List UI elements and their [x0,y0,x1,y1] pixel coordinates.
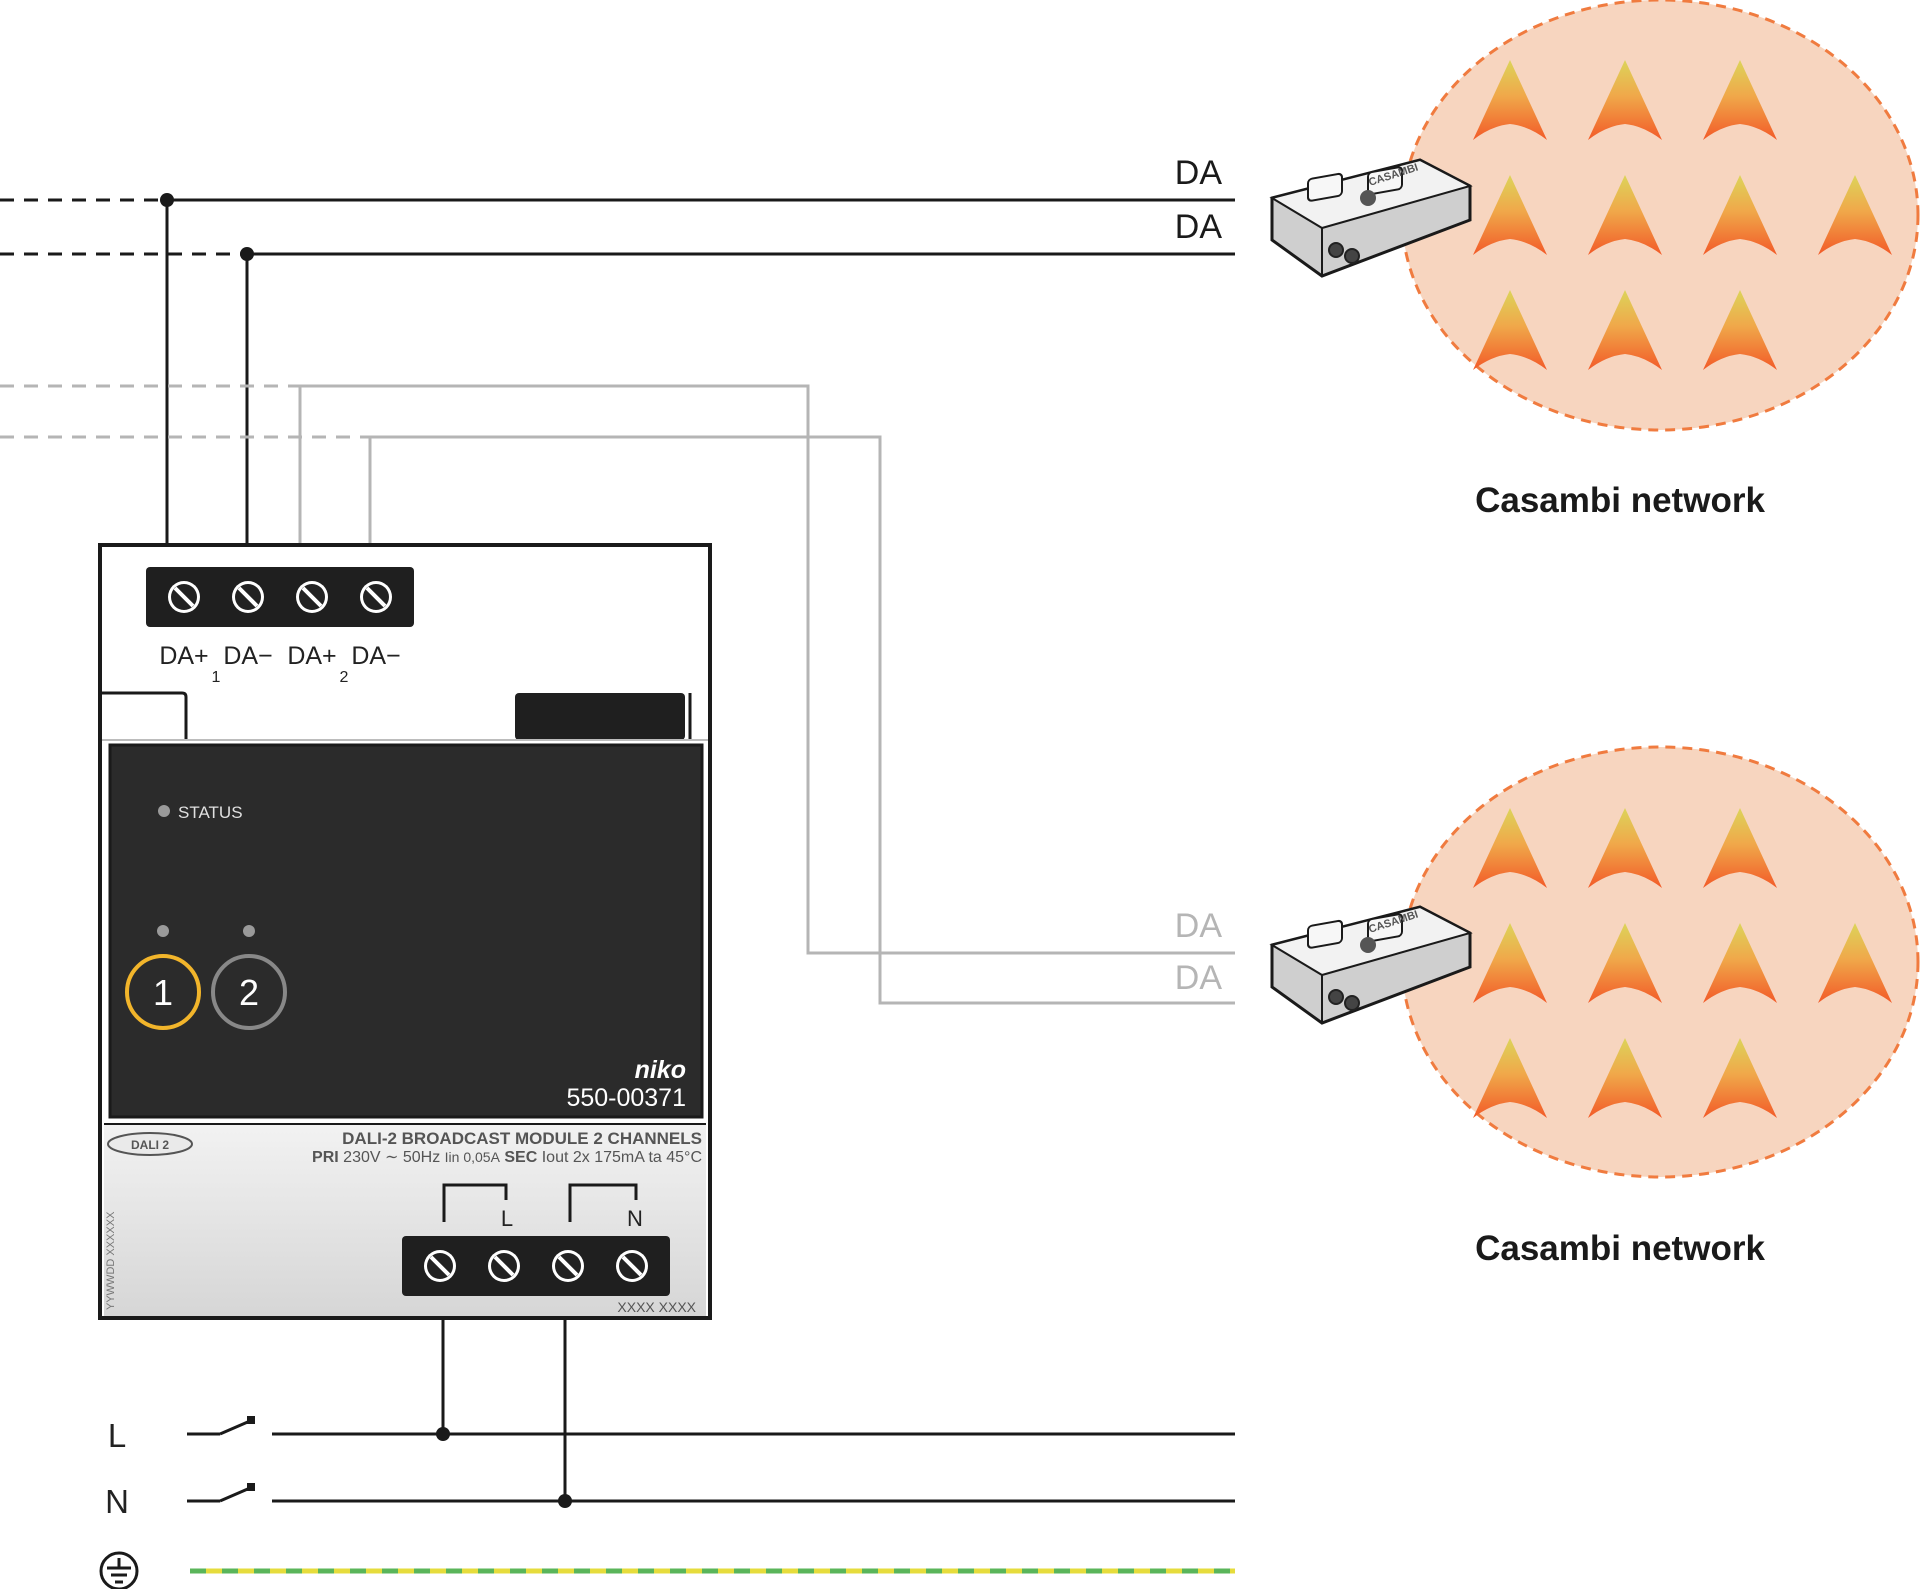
dali-broadcast-module: DA+ DA− DA+ DA− 1 2 STATUS 1 2 niko 550-… [98,543,712,1320]
connector-icon [1328,989,1344,1005]
product-specs: PRI 230V ∼ 50Hz Iin 0,05A SEC Iout 2x 17… [312,1149,702,1166]
terminal-screws-bottom [424,1250,648,1282]
casambi-network-top [1400,0,1920,432]
dali-logo-text: DALI 2 [131,1138,169,1152]
terminal-label-da-minus-2: DA− [351,642,400,670]
screw-icon [488,1250,520,1282]
earth-ground-icon [99,1551,139,1589]
port-icon [1367,913,1403,943]
network-label-bottom: Casambi network [1475,1229,1765,1268]
mains-label-n: N [105,1483,129,1520]
casambi-controller-top: CASAMBI [1269,158,1473,278]
junction-dot [160,193,174,207]
serial-code: XXXX XXXX [617,1299,696,1315]
channel-1-subscript: 1 [212,669,221,686]
connector-icon [1344,248,1360,264]
channel-1-bus [0,198,1235,545]
screw-icon [360,581,392,613]
product-title: DALI-2 BROADCAST MODULE 2 CHANNELS [342,1129,702,1148]
connector-icon [1344,995,1360,1011]
channel-2-subscript: 2 [340,669,349,686]
wire-label-da: DA [1175,959,1223,997]
switch-contact [247,1416,255,1424]
terminal-label-da-plus-1: DA+ [159,642,208,670]
wire-label-da: DA [1175,154,1223,192]
terminal-screws-top [168,581,392,613]
casambi-network-bottom [1400,745,1920,1179]
channel-2-led [243,925,255,937]
spec-sec: SEC [504,1149,537,1166]
mains-label-l: L [108,1417,126,1454]
niko-logo: niko [635,1056,686,1084]
screw-icon [424,1250,456,1282]
screw-icon [232,581,264,613]
connector-icon [1328,242,1344,258]
channel-2-bus [0,384,1235,1005]
network-label-top: Casambi network [1475,481,1765,520]
model-number: 550-00371 [566,1084,686,1112]
dali-2-logo: DALI 2 [107,1132,193,1156]
channel-1-led [157,925,169,937]
channel-1-button-label: 1 [153,972,173,1013]
spec-iin: Iin 0,05A [445,1149,501,1165]
terminal-label-da-minus-1: DA− [223,642,272,670]
status-led [158,805,170,817]
port-icon [1307,172,1343,202]
terminal-block-dali [146,567,414,627]
junction-dot [436,1427,450,1441]
power-label-l: L [501,1206,513,1231]
date-code: YYWWDD XXXXXX [105,1211,117,1310]
wire-label-da: DA [1175,208,1223,246]
screw-icon [168,581,200,613]
port-icon [1367,166,1403,196]
screw-icon [296,581,328,613]
wire-label-da: DA [1175,907,1223,945]
power-label-n: N [627,1206,643,1231]
switch-contact [247,1483,255,1491]
terminal-label-da-plus-2: DA+ [287,642,336,670]
junction-dot [558,1494,572,1508]
terminal-block-power [402,1236,670,1296]
casambi-controller-bottom: CASAMBI [1269,905,1473,1025]
status-label: STATUS [178,803,243,822]
junction-dot [240,247,254,261]
screw-icon [616,1250,648,1282]
channel-1-button[interactable]: 1 [125,954,201,1030]
spec-sec-value: Iout 2x 175mA ta 45°C [542,1149,702,1166]
front-panel [108,743,704,1119]
screw-icon [552,1250,584,1282]
channel-2-button-label: 2 [239,972,259,1013]
spec-pri-value: 230V ∼ 50Hz [343,1149,440,1166]
spec-pri: PRI [312,1149,339,1166]
mains-wiring [187,1318,1235,1503]
port-icon [1307,919,1343,949]
channel-2-button[interactable]: 2 [211,954,287,1030]
